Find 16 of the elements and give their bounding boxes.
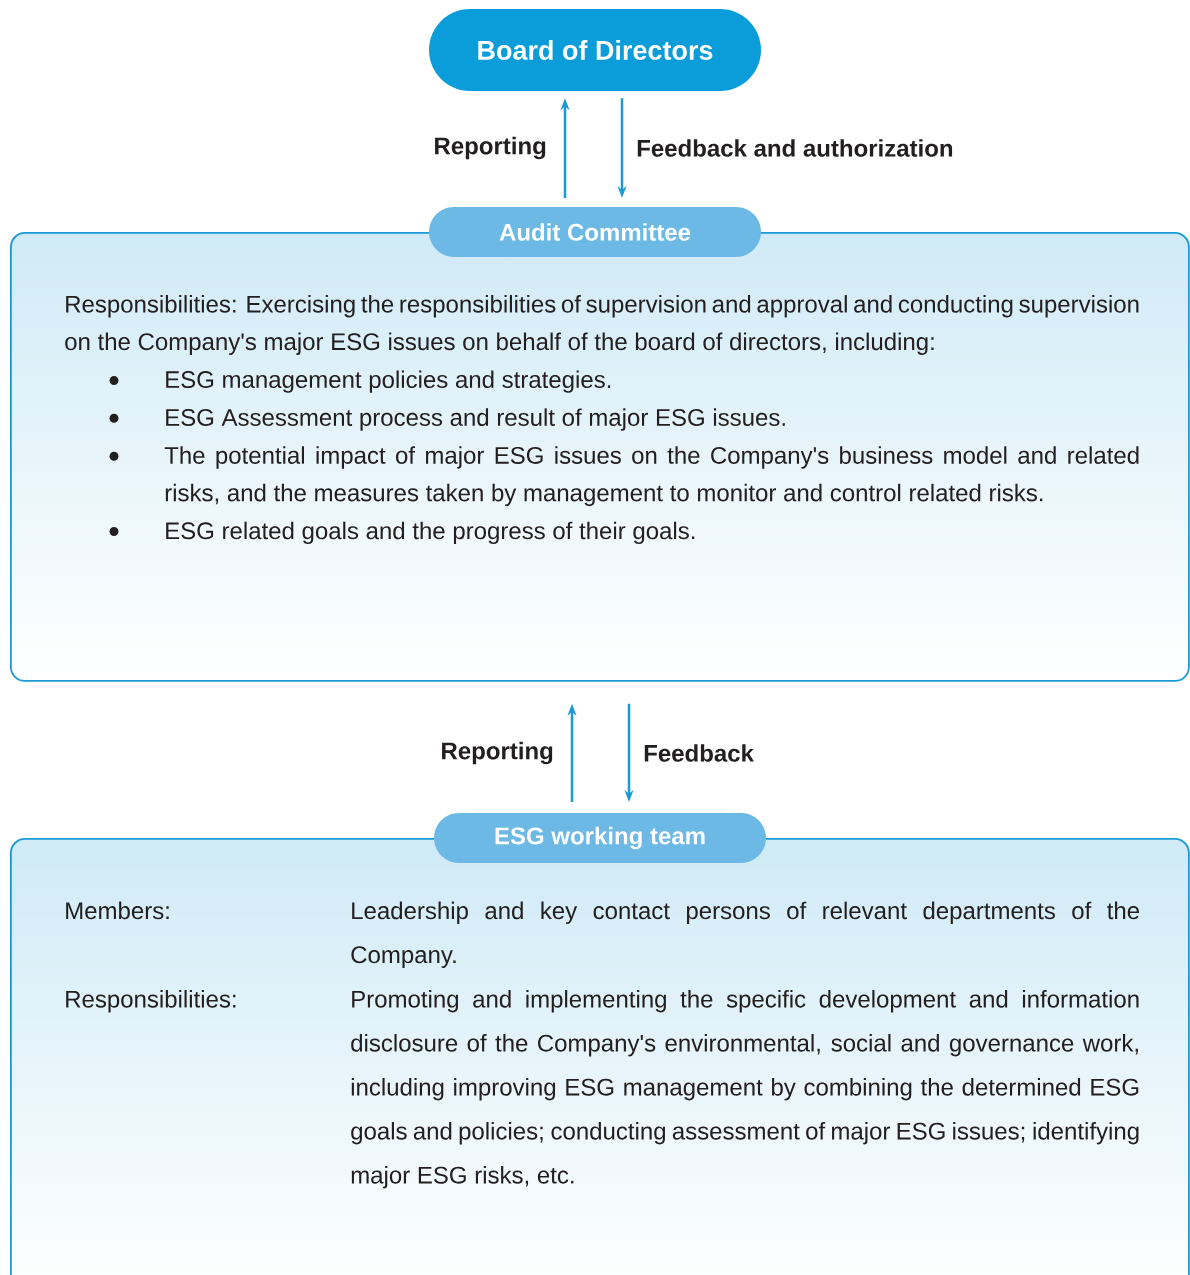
board-pill: Board of Directors <box>429 9 761 91</box>
edge-label: Reporting <box>442 741 553 765</box>
body-text: Leadership and key contact persons of relevant departments of the Company. <box>351 901 1139 968</box>
edge-label: Reporting <box>435 136 546 160</box>
bullet-item: The potential impact of major ESG issues on the Company's business model and related risks, and the measures taken by management to monitor and control related risks. <box>164 446 1139 507</box>
row-label: Responsibilities: <box>66 990 236 1013</box>
body-text: Promoting and implementing the specific development and information disclosure of the Company's environmental, social and governance work, including improving ESG management by combining the determined ESG goals and policies; conducting assessment of major ESG issues; identifying major ESG risks, etc. <box>351 990 1139 1189</box>
body-text: Responsibilities: Exercising the responsibilities of supervision and approval and conducting supervision on the Company's major ESG issues on behalf of the board of directors, including: <box>65 295 1139 355</box>
bullet-item: ESG related goals and the progress of their goals. <box>166 521 695 545</box>
edge-label: Feedback and authorization <box>637 139 953 157</box>
row-label: Members: <box>66 901 169 920</box>
edge-label: Feedback <box>644 744 754 762</box>
bullet-item: ESG management policies and strategies. <box>166 370 611 393</box>
heading-pill: Audit Committee <box>429 207 761 257</box>
heading-pill: ESG working team <box>434 813 766 863</box>
bullet-item: ESG Assessment process and result of major ESG issues. <box>166 408 785 431</box>
